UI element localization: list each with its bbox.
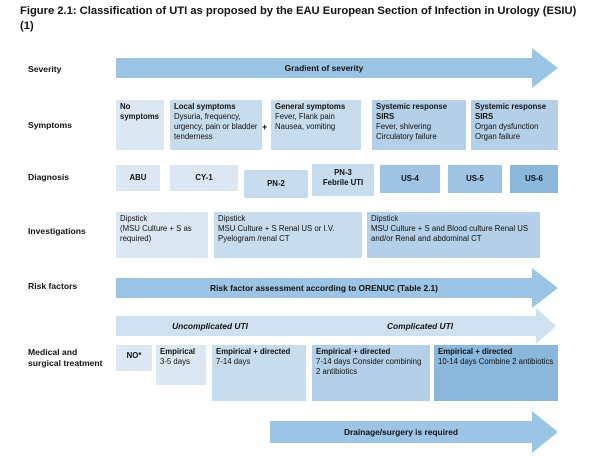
symptom-box-sirs-1: Systemic response SIRS Fever, shivering … [372,100,466,150]
symptom-head: General symptoms [275,102,346,111]
treatment-box-directed-3: Empirical + directed 10-14 days Combine … [434,345,558,401]
diagnosis-pn3: PN-3 Febrile UTI [312,164,374,196]
symptom-body: Organ dysfunction Organ failure [475,122,539,141]
diagnosis-pn3-label: PN-3 [334,168,352,177]
row-label-diagnosis: Diagnosis [28,172,70,182]
drainage-arrow-label: Drainage/surgery is required [343,427,459,437]
symptom-head: Local symptoms [174,102,236,111]
figure-title: Figure 2.1: Classification of UTI as pro… [20,5,577,32]
symptom-box-general: General symptoms Fever, Flank pain Nause… [271,100,361,150]
investigation-head: Dipstick [120,214,148,223]
symptom-body: Dysuria, frequency, urgency, pain or bla… [174,112,258,141]
plus-sign: + [262,122,268,132]
treatment-head: NO* [126,351,142,360]
investigation-box-1: Dipstick (MSU Culture + S as required) [116,212,208,258]
treatment-box-empirical: Empirical 3-5 days [156,345,206,385]
drainage-arrow [270,411,558,453]
row-label-investigations: Investigations [28,226,86,236]
treatment-body: 10-14 days Combine 2 antibiotics [438,357,554,366]
treatment-head: Empirical + directed [316,347,391,356]
treatment-box-directed-2: Empirical + directed 7-14 days Consider … [312,345,430,401]
row-label-risk-factors: Risk factors [28,281,78,291]
risk-arrow-label: Risk factor assessment according to OREN… [210,283,438,293]
investigation-head: Dipstick [218,214,246,223]
treatment-head: Empirical + directed [216,347,291,356]
treatment-head: Empirical + directed [438,347,513,356]
diagnosis-abu: ABU [116,165,160,191]
row-label-symptoms: Symptoms [28,120,72,130]
treatment-box-none: NO* [116,345,152,371]
symptom-body: Fever, Flank pain Nausea, vomiting [275,112,336,131]
investigation-body: MSU Culture + S and Blood culture Renal … [371,224,529,243]
symptom-box-sirs-2: Systemic response SIRS Organ dysfunction… [471,100,558,150]
investigation-body: (MSU Culture + S as required) [120,224,192,243]
investigation-body: MSU Culture + S Renal US or I.V. Pyelogr… [218,224,335,243]
investigation-box-3: Dipstick MSU Culture + S and Blood cultu… [367,212,540,258]
symptom-head: Systemic response SIRS [376,102,448,121]
diagnosis-us4: US-4 [380,165,440,193]
symptom-box-local: Local symptoms Dysuria, frequency, urgen… [170,100,262,150]
treatment-body: 7-14 days Consider combining 2 antibioti… [316,357,422,376]
treatment-body: 3-5 days [160,357,190,366]
complicated-uti-label: Complicated UTI [386,321,454,331]
uti-type-arrow [116,308,556,344]
treatment-box-directed-1: Empirical + directed 7-14 days [212,345,306,401]
row-label-severity: Severity [28,64,62,74]
diagnosis-pn2: PN-2 [244,170,308,198]
row-label-treatment: Medical and surgical treatment [28,347,103,368]
uncomplicated-uti-label: Uncomplicated UTI [172,321,248,331]
investigation-box-2: Dipstick MSU Culture + S Renal US or I.V… [214,212,362,258]
severity-arrow-label: Gradient of severity [284,63,364,73]
treatment-body: 7-14 days [216,357,251,366]
severity-arrow [116,48,558,88]
diagnosis-pn3-sub: Febrile UTI [322,178,364,187]
symptom-box-none: No symptoms [116,100,164,150]
treatment-head: Empirical [160,347,196,356]
symptom-head: Systemic response SIRS [475,102,547,121]
risk-factors-arrow [116,268,558,308]
diagnosis-us6: US-6 [510,165,558,193]
diagnosis-us5: US-5 [448,165,502,193]
symptom-body: Fever, shivering Circulatory failure [376,122,437,141]
investigation-head: Dipstick [371,214,399,223]
diagnosis-cy1: CY-1 [170,165,238,191]
symptom-head: No symptoms [120,102,159,121]
